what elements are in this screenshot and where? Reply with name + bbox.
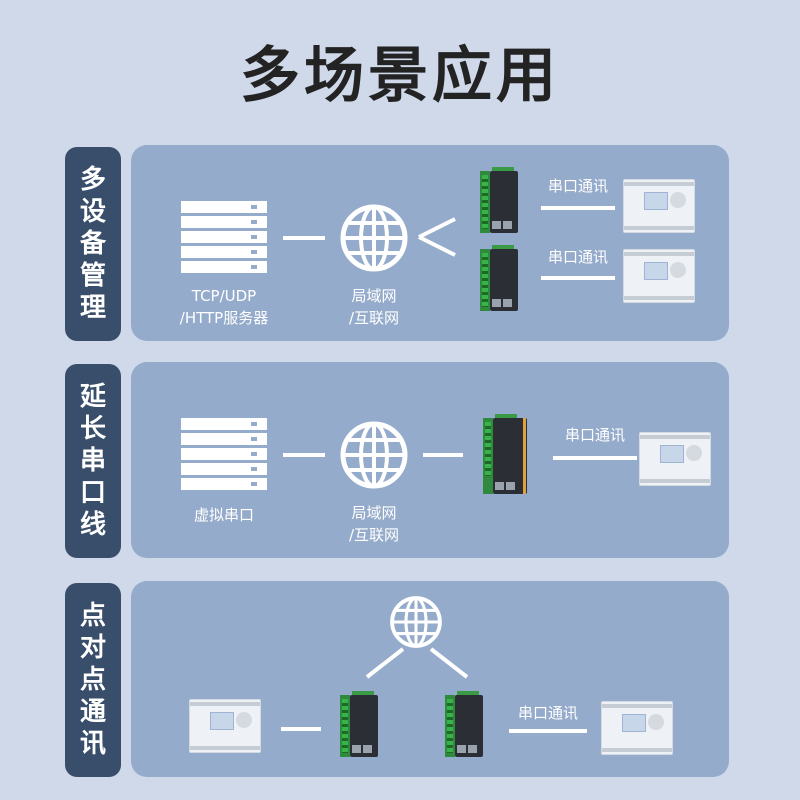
panel-extend-serial-line: 虚拟串口 局域网/互联网 串口通讯 xyxy=(131,362,729,558)
link-label: 串口通讯 xyxy=(517,704,578,722)
globe-icon xyxy=(340,204,408,272)
connector-line xyxy=(541,276,615,280)
link-label: 串口通讯 xyxy=(564,426,625,444)
globe-label: 局域网/互联网 xyxy=(348,287,400,327)
connector-line xyxy=(553,456,637,460)
link-label: 串口通讯 xyxy=(547,248,608,266)
tab-extend-serial-line: 延长串口线 xyxy=(65,364,121,558)
connector-line xyxy=(283,453,325,457)
hmi-device-icon xyxy=(639,432,711,486)
connector-line xyxy=(541,206,615,210)
connector-line xyxy=(283,236,325,240)
hmi-device-icon xyxy=(623,249,695,303)
panel-point-to-point: 串口通讯 xyxy=(131,581,729,777)
hmi-device-icon xyxy=(623,179,695,233)
globe-label: 局域网/互联网 xyxy=(348,504,400,544)
serial-gateway-icon xyxy=(480,245,520,311)
page-title: 多场景应用 xyxy=(240,41,560,111)
tab-multi-device-management: 多设备管理 xyxy=(65,147,121,341)
server-label: 虚拟串口 xyxy=(193,506,254,524)
server-icon xyxy=(181,201,267,273)
server-label: TCP/UDP/HTTP服务器 xyxy=(179,287,269,327)
server-icon xyxy=(181,418,267,490)
hmi-device-icon xyxy=(189,699,261,753)
hmi-device-icon xyxy=(601,701,673,755)
connector-line xyxy=(509,729,587,733)
tab-point-to-point: 点对点通讯 xyxy=(65,583,121,777)
branch-lines xyxy=(365,647,469,679)
serial-gateway-icon xyxy=(483,414,531,494)
branch-lines xyxy=(418,217,456,257)
serial-gateway-icon xyxy=(445,691,485,757)
globe-icon xyxy=(390,596,442,648)
connector-line xyxy=(423,453,463,457)
serial-gateway-icon xyxy=(340,691,380,757)
panel-multi-device-management: TCP/UDP/HTTP服务器 局域网/互联网 串口通讯 串口通讯 xyxy=(131,145,729,341)
serial-gateway-icon xyxy=(480,167,520,233)
link-label: 串口通讯 xyxy=(547,177,608,195)
globe-icon xyxy=(340,421,408,489)
connector-line xyxy=(281,727,321,731)
